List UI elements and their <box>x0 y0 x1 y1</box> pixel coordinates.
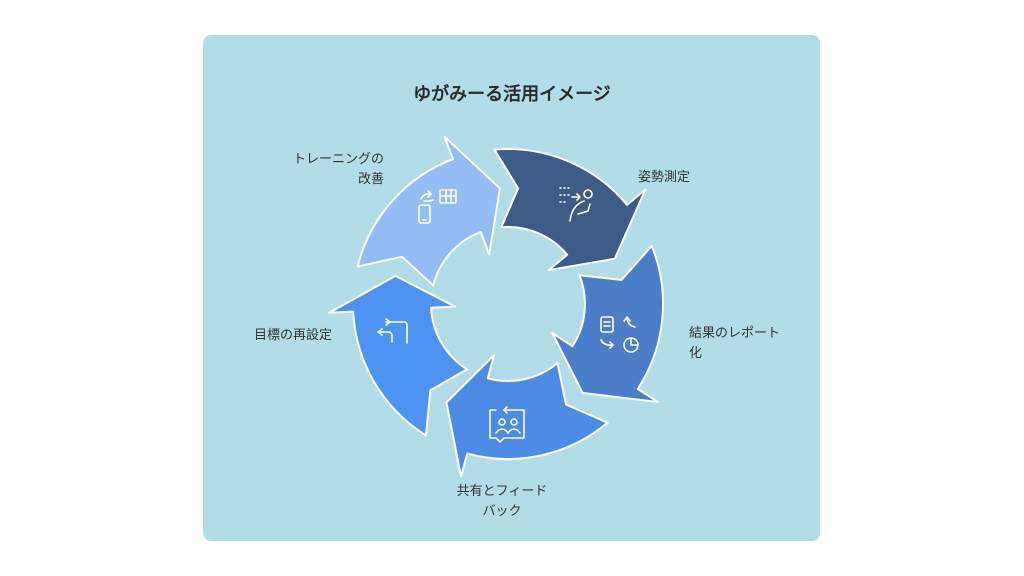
cycle-segment-posture <box>493 148 647 272</box>
label-report-line-2: 化 <box>689 346 703 361</box>
label-report-line-1: 結果のレポート <box>689 326 781 341</box>
label-share-line-2: バック <box>482 504 522 519</box>
phone-table-icon <box>418 189 457 224</box>
chat-people-icon <box>489 406 525 443</box>
label-goal: 目標の再設定 <box>222 326 332 346</box>
label-report: 結果のレポート 化 <box>689 324 780 364</box>
label-goal-line-1: 目標の再設定 <box>253 328 332 343</box>
label-share: 共有とフィード バック <box>436 482 568 522</box>
cycle-segment-goal <box>328 274 469 437</box>
diagram-title: ゆがみーる活用イメージ <box>413 84 611 105</box>
label-training-line-2: 改善 <box>357 172 384 187</box>
report-chart-icon <box>600 316 639 353</box>
route-arrows-icon <box>377 318 408 344</box>
cycle-segment-report <box>551 244 665 403</box>
posture-measure-icon <box>559 187 593 222</box>
label-training: トレーニングの 改善 <box>248 150 384 190</box>
cycle-segment-share <box>445 354 609 478</box>
cycle-segment-training <box>356 135 501 287</box>
label-share-line-1: 共有とフィード <box>456 484 548 499</box>
label-posture: 姿勢測定 <box>638 168 690 188</box>
label-training-line-1: トレーニングの <box>292 152 384 167</box>
label-posture-line-1: 姿勢測定 <box>638 170 691 185</box>
